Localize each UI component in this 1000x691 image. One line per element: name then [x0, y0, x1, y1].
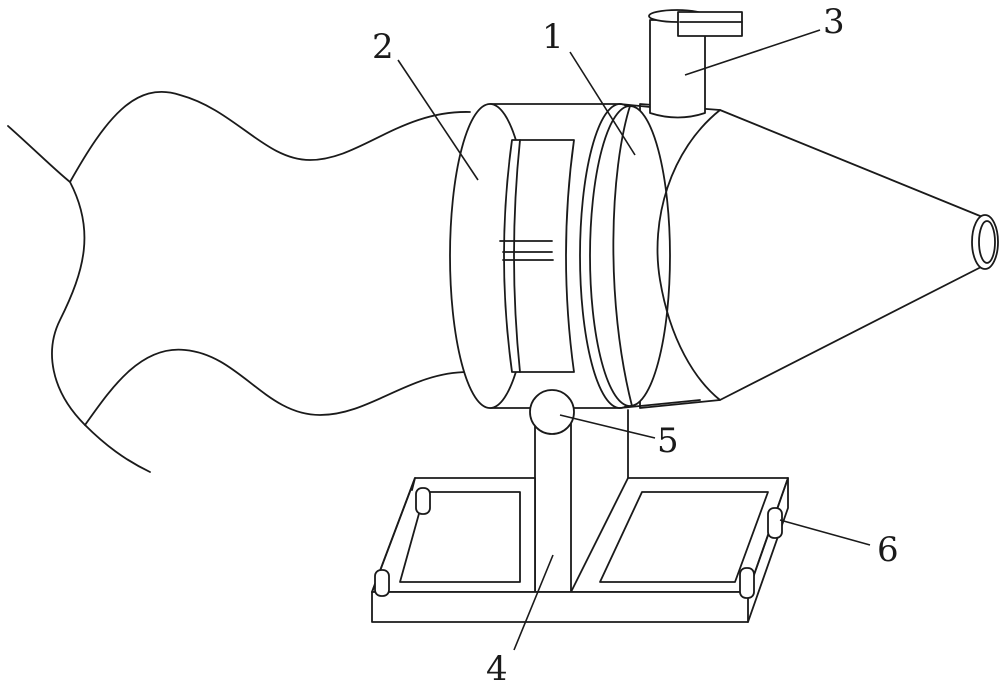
label-6: 6: [877, 530, 899, 570]
leader-lines: [397, 29, 871, 651]
rollers: [374, 487, 783, 599]
label-1: 1: [542, 17, 564, 57]
label-4: 4: [486, 649, 508, 689]
pivot-ball: [529, 389, 575, 435]
base-frame: [371, 477, 789, 623]
label-3: 3: [823, 2, 845, 42]
label-2: 2: [372, 27, 394, 67]
flexible-hose: [7, 90, 471, 473]
label-5: 5: [657, 421, 679, 461]
inlet-pipe: [648, 9, 743, 119]
nozzle-tip: [971, 214, 999, 270]
housing-body: [589, 103, 986, 409]
